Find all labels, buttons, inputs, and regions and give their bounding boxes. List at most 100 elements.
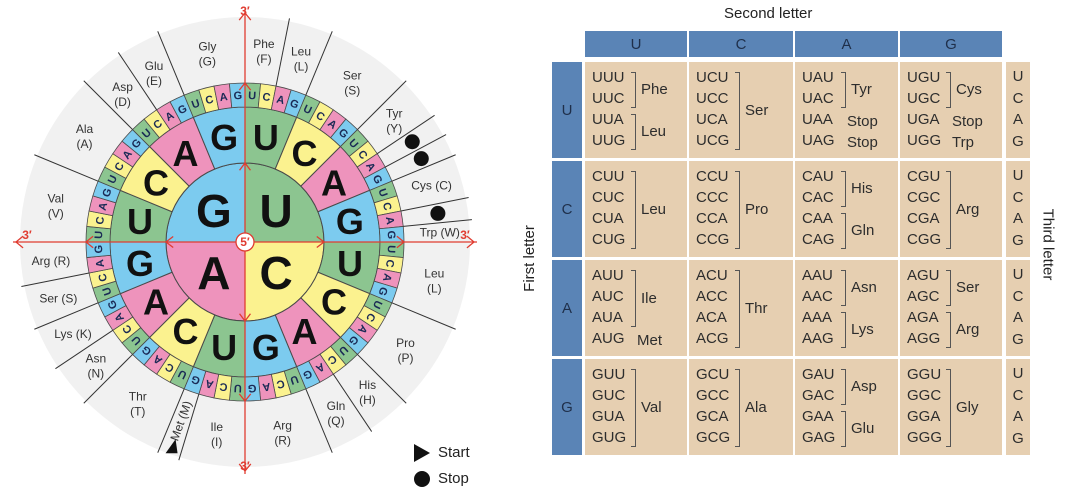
codon-cell [900,62,1002,158]
codon: GGG [907,429,943,446]
three-prime-right-label: 3′ [460,228,470,242]
bracket [631,270,636,327]
third-base-letter: C [262,91,272,104]
amino-acid-divider [34,302,99,330]
codon: UAC [802,90,834,107]
third-base-letter: U [288,372,300,386]
first-base-letter: C [259,247,292,299]
codon: GUG [592,429,627,446]
codon: CUA [592,210,624,227]
codon: CCC [696,189,729,206]
amino-acid: Stop [952,112,983,130]
bracket [841,171,846,207]
amino-acid-code: (Y) [386,122,402,136]
bracket [735,72,740,150]
amino-acid: Asp [851,378,877,395]
codon: UUA [592,111,624,128]
amino-acid-label: Arg (R) [32,254,71,268]
amino-acid-label: Tyr [386,107,403,121]
codon-cell [585,359,687,455]
codon: UAA [802,111,833,128]
amino-acid: Glu [851,420,875,437]
second-base-letter: C [173,311,199,352]
amino-acid-label: Gly [198,40,216,54]
codon: CAC [802,189,834,206]
amino-acid: Arg [956,201,980,218]
third-base-letter: A [383,216,396,226]
codon: AGA [907,309,939,326]
amino-acid-divider [83,80,133,130]
first-base-letter: U [259,185,292,237]
third-letter: G [1012,429,1024,447]
amino-acid: His [851,180,873,197]
third-letter-title: Third letter [1039,208,1057,281]
amino-acid-divider [83,354,133,404]
codon-cell [585,161,687,257]
amino-acid-label: Trp (W) [420,225,460,239]
codon: CUC [592,189,625,206]
amino-acid-divider [305,388,333,453]
three-prime-left-label: 3′ [22,228,32,242]
axis-arrow-icon [316,236,326,248]
amino-acid-divider [400,197,469,212]
bracket [735,171,740,249]
amino-acid-label: Ser [343,69,362,83]
codon: GAA [802,408,834,425]
second-base-letter: G [252,327,280,368]
codon: GCC [696,387,730,404]
codon: UAG [802,132,835,149]
codon: GCG [696,429,731,446]
amino-acid-label: His [359,378,376,392]
amino-acid-code: (T) [130,404,145,418]
axis-arrow-icon [238,393,252,403]
codon: GUA [592,408,625,425]
bracket [735,369,740,447]
row-header: G [552,359,582,455]
amino-acid: Ala [745,399,767,416]
axis-arrow-icon [164,236,174,248]
codon: UUG [592,132,626,149]
axis-arrow-icon [84,235,94,249]
bracket [946,369,951,447]
codon: GAU [802,366,835,383]
codon-cell [689,260,793,356]
third-base-letter: C [383,259,396,269]
amino-acid-code: (A) [77,137,93,151]
amino-acid-label: Asn [85,351,106,365]
amino-acid-label: Cys (C) [411,178,452,192]
codon: GCU [696,366,730,383]
axis-arrow-icon [396,235,406,249]
stop-dot-icon [413,151,429,167]
amino-acid: Met [637,331,663,349]
column-header: G [900,31,1002,57]
second-base-letter: U [253,117,279,158]
third-letter-cell [1006,359,1030,455]
stop-dot-icon [414,471,430,487]
codon: UGC [907,90,941,107]
amino-acid-divider [391,154,456,182]
amino-acid: Ile [641,289,657,307]
amino-acid-divider [391,302,456,330]
amino-acid-code: (F) [256,52,271,66]
amino-acid: Leu [641,201,667,218]
codon: UUU [592,69,625,86]
amino-acid: Gly [956,399,979,416]
amino-acid: Gln [851,222,875,239]
bracket [631,72,636,108]
five-prime-label: 5′ [240,235,250,249]
codon: UAU [802,69,834,86]
amino-acid-label: Thr [129,389,147,403]
amino-acid-code: (D) [114,95,131,109]
third-letter: C [1012,386,1024,404]
third-letter: C [1012,287,1024,305]
amino-acid-divider [275,18,290,87]
third-base-letter: C [97,272,111,283]
second-base-letter: G [336,201,364,242]
bracket [841,72,846,108]
third-base-letter: A [380,272,394,283]
axis-arrow-icon [466,235,476,249]
third-base-letter: U [93,231,105,240]
amino-acid: Arg [956,321,980,338]
third-base-letter: G [233,90,242,102]
